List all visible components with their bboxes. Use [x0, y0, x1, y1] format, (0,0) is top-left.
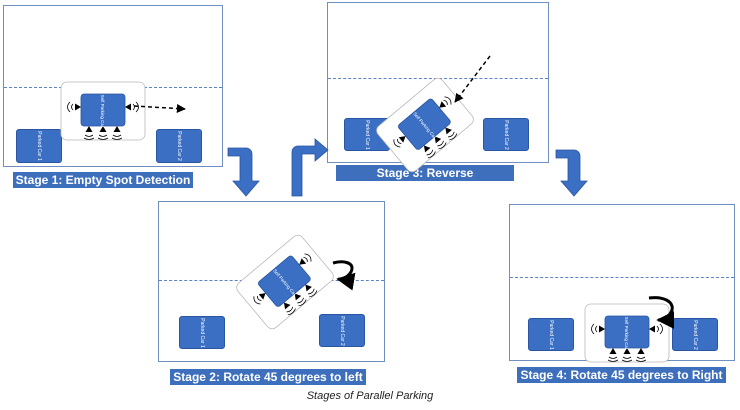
self-parking-car-label: Self Parking Car	[624, 317, 629, 350]
rotate-left-arrow	[332, 260, 356, 291]
parked-car-2: Parked Car 2	[156, 129, 202, 163]
parked-car-2: Parked Car 2	[483, 118, 529, 151]
parked-car-1: Parked Car 1	[179, 316, 225, 349]
flow-arrow-3-to-4	[555, 149, 588, 197]
flow-arrow-2-to-3	[291, 138, 329, 197]
stage-3-caption: Stage 3: Reverse	[336, 165, 514, 181]
figure-caption: Stages of Parallel Parking	[306, 390, 434, 402]
self-parking-car-label: Self Parking Car	[100, 95, 105, 128]
stage-1-caption: Stage 1: Empty Spot Detection	[13, 172, 193, 188]
stage-2-caption: Stage 2: Rotate 45 degrees to left	[170, 369, 366, 385]
flow-arrow-1-to-2	[227, 147, 260, 197]
parked-car-1: Parked Car 1	[16, 129, 62, 163]
motion-arrow	[133, 104, 186, 114]
reverse-arrow	[454, 55, 491, 103]
parked-car-2: Parked Car 2	[319, 314, 365, 347]
self-parking-car: Self Parking Car	[233, 232, 337, 332]
stage-4-caption: Stage 4: Rotate 45 degrees to Right	[517, 367, 726, 383]
self-parking-car: Self Parking Car	[584, 303, 670, 363]
parked-car-1: Parked Car 1	[528, 318, 574, 351]
parked-car-2: Parked Car 2	[672, 318, 718, 351]
self-parking-car: Self Parking Car	[60, 81, 146, 141]
lane-line	[510, 277, 734, 278]
rotate-right-arrow	[648, 296, 675, 329]
self-parking-car: Self Parking Car	[373, 75, 477, 175]
